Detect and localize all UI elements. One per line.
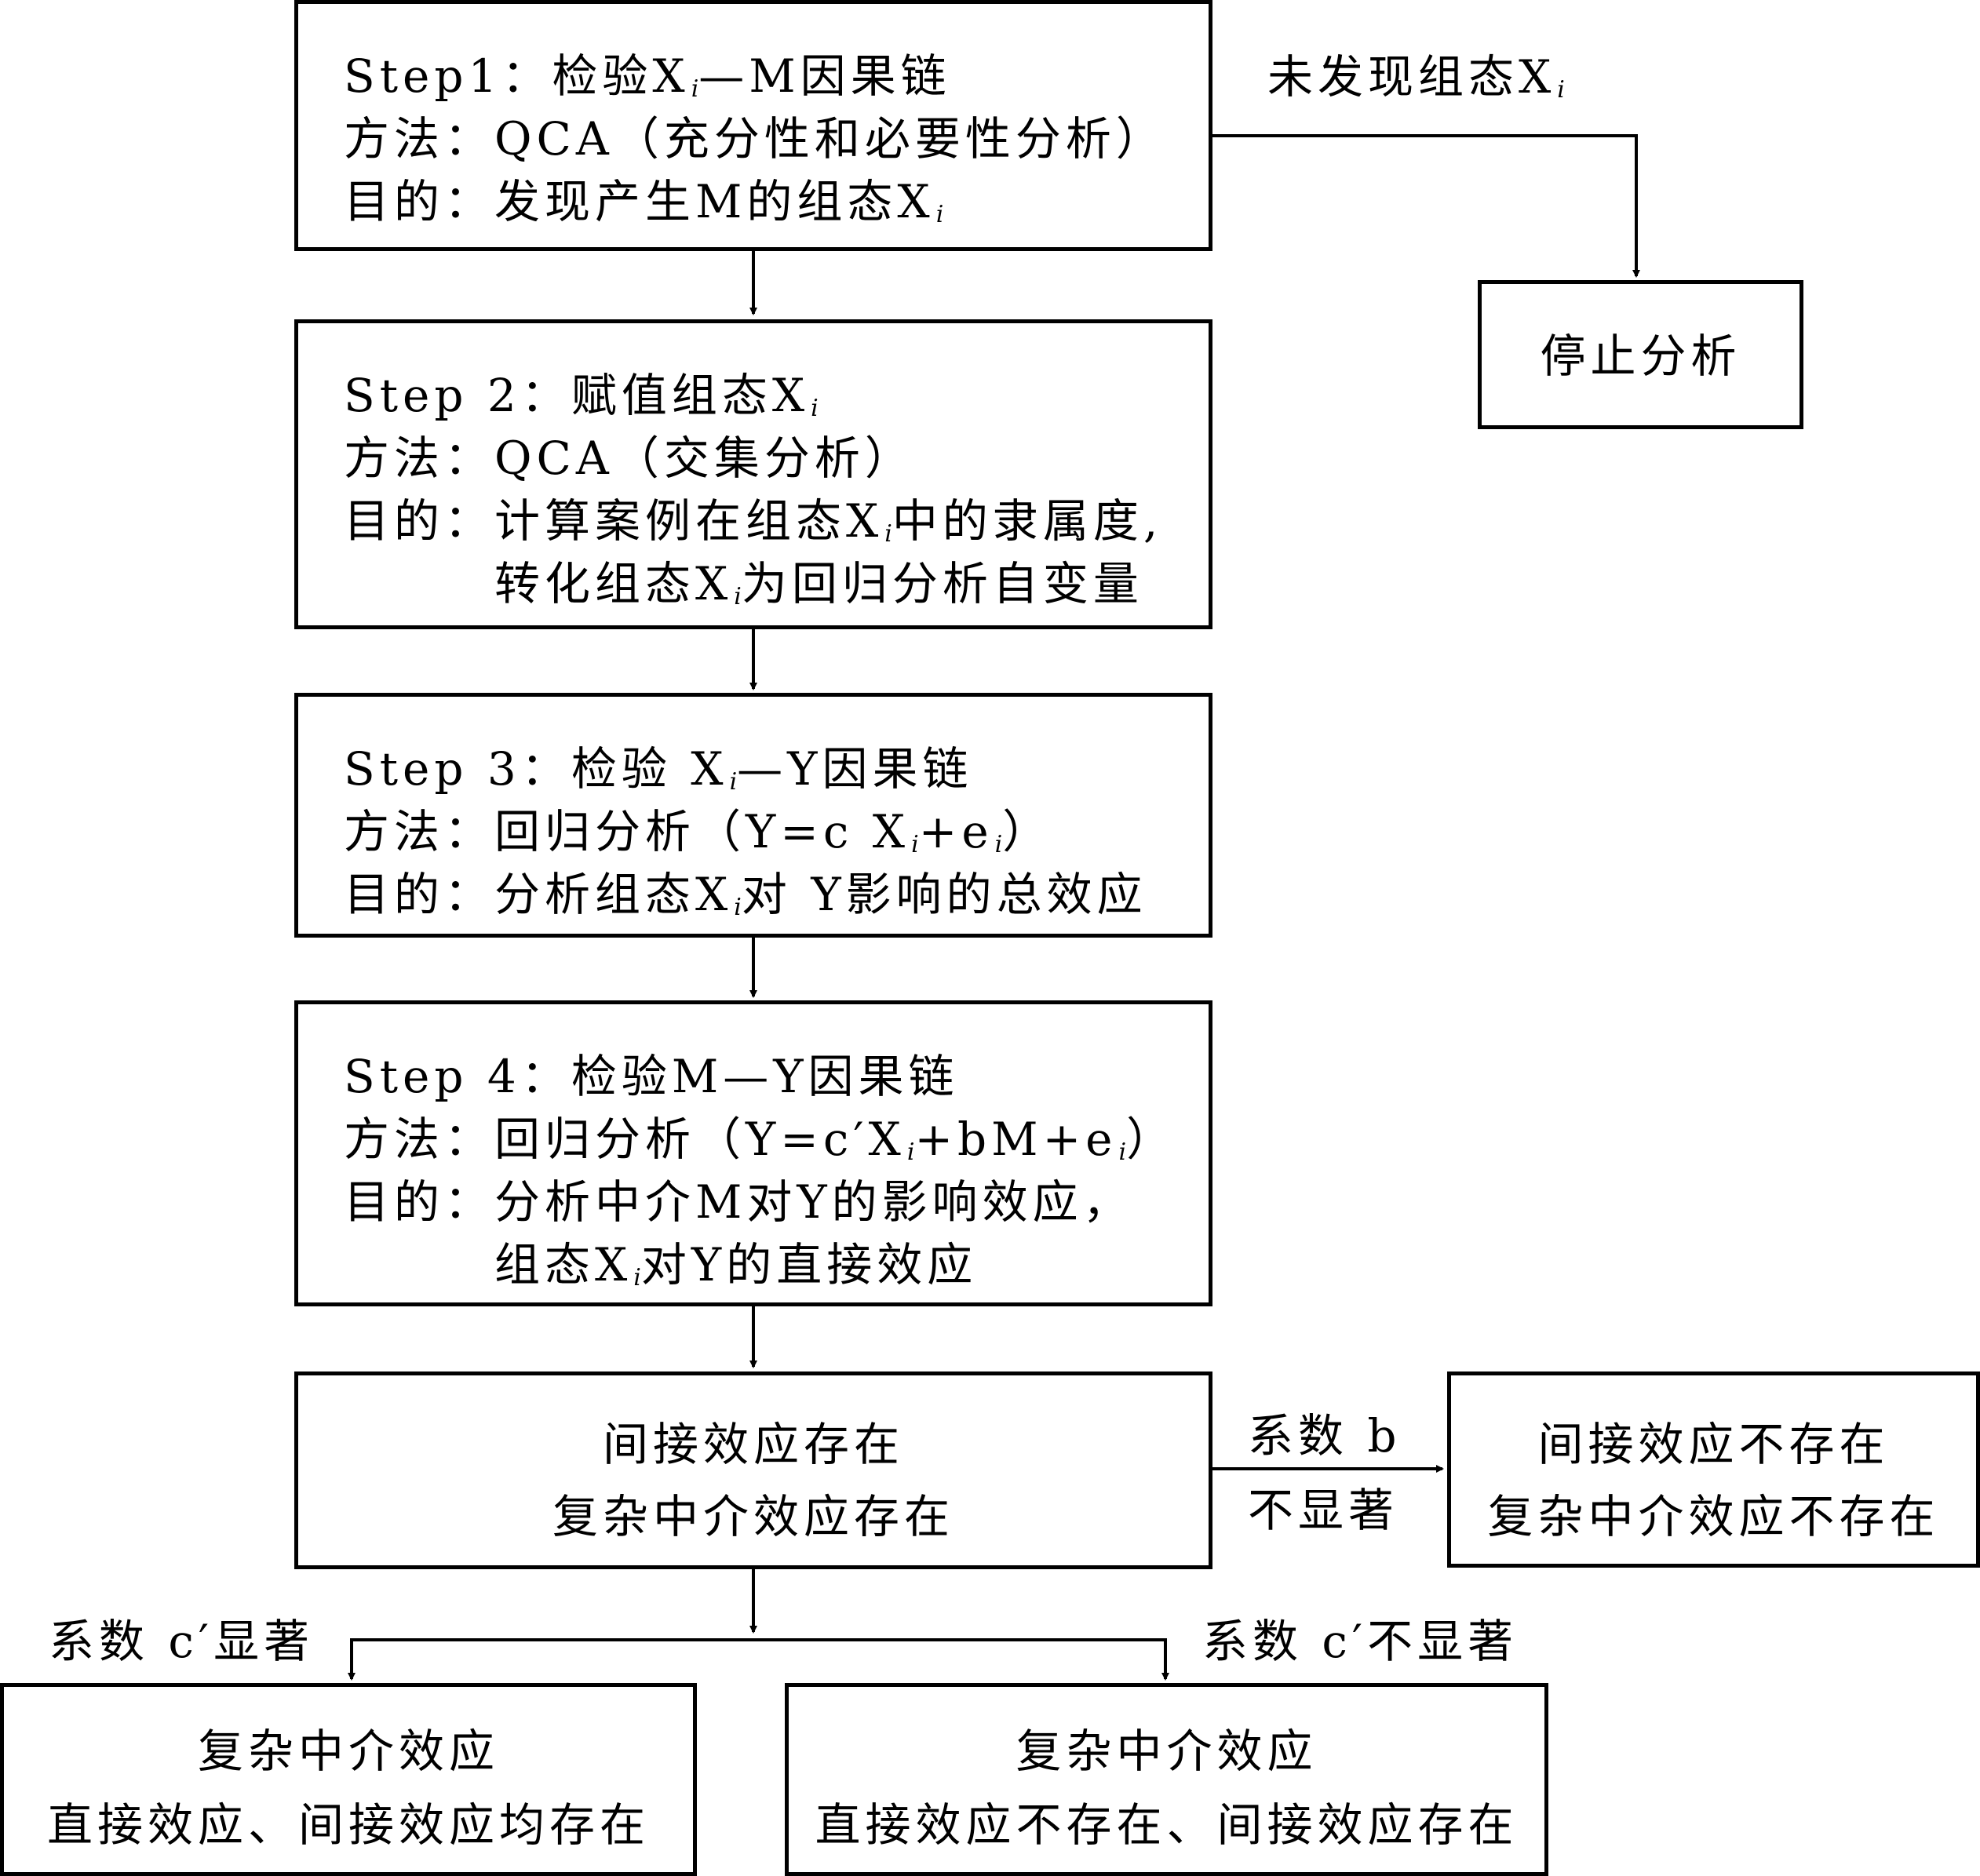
arrow-branch-left (348, 1638, 753, 1681)
step4-purpose: 目的：分析中介M对Y的影响效应， (344, 1175, 1133, 1229)
indirect-exists-line1: 间接效应存在 (602, 1418, 904, 1471)
indirect-exists-box: 间接效应存在 复杂中介效应存在 (294, 1371, 1212, 1569)
arrow-branch-right (753, 1638, 1169, 1681)
coef-c-significant-label: 系数 c′显著 (49, 1615, 315, 1668)
result-right-line2: 直接效应不存在、间接效应存在 (815, 1798, 1519, 1852)
step2-purpose: 目的：计算案例在组态Xi中的隶属度, (344, 494, 1163, 548)
result-right-line1: 复杂中介效应 (1016, 1725, 1318, 1778)
coef-b-label-line1: 系数 b (1248, 1409, 1402, 1463)
step2-box: Step 2：赋值组态Xi 方法：QCA（交集分析） 目的：计算案例在组态Xi中… (294, 319, 1212, 629)
step1-title: Step1：检验Xi—M因果链 (344, 49, 951, 103)
stop-label: 停止分析 (1540, 330, 1741, 383)
step3-title: Step 3：检验 Xi—Y因果链 (344, 742, 973, 796)
result-right-box: 复杂中介效应 直接效应不存在、间接效应存在 (785, 1683, 1548, 1876)
step4-title: Step 4：检验M—Y因果链 (344, 1050, 959, 1103)
no-config-label: 未发现组态Xi (1267, 50, 1565, 104)
result-left-box: 复杂中介效应 直接效应、间接效应均存在 (0, 1683, 697, 1876)
step4-method: 方法：回归分析（Y=c′Xi+bM+ei） (344, 1113, 1177, 1166)
indirect-not-exists-line1: 间接效应不存在 (1537, 1418, 1890, 1471)
step1-purpose: 目的：发现产生M的组态Xi (344, 175, 944, 228)
step3-box: Step 3：检验 Xi—Y因果链 方法：回归分析（Y=c Xi+ei） 目的：… (294, 693, 1212, 938)
step3-purpose: 目的：分析组态Xi对 Y影响的总效应 (344, 868, 1147, 921)
step2-purpose-cont: 转化组态Xi为回归分析自变量 (494, 557, 1143, 610)
step3-method: 方法：回归分析（Y=c Xi+ei） (344, 805, 1053, 858)
step1-method: 方法：QCA（充分性和必要性分析） (344, 112, 1166, 166)
stop-box: 停止分析 (1478, 280, 1803, 429)
step2-method: 方法：QCA（交集分析） (344, 432, 915, 485)
coef-c-nonsignificant-label: 系数 c′不显著 (1202, 1615, 1519, 1668)
step1-box: Step1：检验Xi—M因果链 方法：QCA（充分性和必要性分析） 目的：发现产… (294, 0, 1212, 251)
result-left-line2: 直接效应、间接效应均存在 (46, 1798, 650, 1852)
step4-purpose-cont: 组态Xi对Y的直接效应 (494, 1238, 978, 1291)
step2-title: Step 2：赋值组态Xi (344, 369, 819, 422)
result-left-line1: 复杂中介效应 (197, 1725, 499, 1778)
indirect-not-exists-line2: 复杂中介效应不存在 (1487, 1490, 1940, 1543)
arrow-step1-stop (1212, 134, 1640, 278)
coef-b-label-line2: 不显著 (1248, 1484, 1399, 1537)
indirect-exists-line2: 复杂中介效应存在 (552, 1490, 954, 1543)
step4-box: Step 4：检验M—Y因果链 方法：回归分析（Y=c′Xi+bM+ei） 目的… (294, 1000, 1212, 1306)
indirect-not-exists-box: 间接效应不存在 复杂中介效应不存在 (1447, 1371, 1980, 1568)
